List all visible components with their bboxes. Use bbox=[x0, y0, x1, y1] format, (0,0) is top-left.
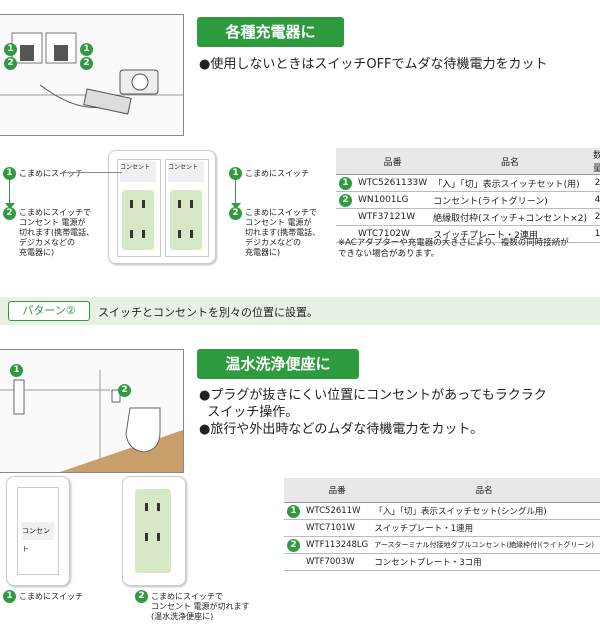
outlet-plate bbox=[122, 476, 186, 586]
part-qty: 1 bbox=[596, 519, 600, 537]
marker-2: 2 bbox=[339, 193, 352, 207]
outlet bbox=[122, 190, 154, 250]
part-code: WTF7003W bbox=[303, 553, 372, 571]
part-code: WTC7102W bbox=[355, 225, 431, 243]
part-qty: 1 bbox=[589, 225, 600, 243]
marker-1: 1 bbox=[339, 176, 352, 190]
marker-2: 2 bbox=[287, 538, 300, 552]
part-qty: 2 bbox=[589, 208, 600, 226]
part-qty: 4 bbox=[589, 191, 600, 209]
plate-tag: コンセント bbox=[120, 162, 156, 182]
marker-2: 2 bbox=[229, 207, 242, 220]
table-row: 1 WTC5261133W 「入」「切」表示スイッチセット(用) 2 bbox=[336, 174, 600, 192]
outlet bbox=[135, 489, 171, 573]
switch-plate: コンセント bbox=[6, 476, 70, 586]
table-row: WTC7102W スイッチプレート・2連用 1 bbox=[336, 225, 600, 243]
arrow-line bbox=[9, 180, 10, 206]
table-row: WTC7101W スイッチプレート・1連用 1 bbox=[284, 519, 600, 537]
annotation-label: こまめにスイッチで コンセント 電源が切れます (温水洗浄便座に) bbox=[151, 592, 250, 621]
marker-1: 1 bbox=[3, 167, 16, 180]
leader-line bbox=[62, 172, 122, 173]
annotation-label: こまめにスイッチ bbox=[245, 169, 309, 178]
part-name: スイッチプレート・2連用 bbox=[430, 225, 590, 243]
parts-table-1: 品番 品名 数量 1 WTC5261133W 「入」「切」表示スイッチセット(用… bbox=[336, 148, 600, 243]
part-qty: 1 bbox=[596, 502, 600, 520]
table-row: 2 WTF113248LG アースターミナル付接地ダブルコンセント(絶縁枠付)(… bbox=[284, 536, 600, 554]
plate-tag: コンセント bbox=[168, 162, 204, 182]
table-row: WTF7003W コンセントプレート・3コ用 1 bbox=[284, 553, 600, 571]
table-header: 品番 bbox=[355, 148, 431, 175]
arrow-down-icon bbox=[5, 203, 15, 209]
table-row: WTF37121W 絶縁取付枠(スイッチ+コンセント×2) 2 bbox=[336, 208, 600, 226]
marker-1: 1 bbox=[80, 43, 93, 56]
part-code: WTC52611W bbox=[303, 502, 372, 520]
bullet-text: ●旅行や外出時などのムダな待機電力をカット。 bbox=[199, 422, 484, 437]
table-header: 品番 bbox=[303, 478, 372, 503]
section-title: 温水洗浄便座に bbox=[197, 349, 359, 379]
room-illustration-2: 1 2 bbox=[0, 349, 184, 473]
bullet-text: ●使用しないときはスイッチOFFでムダな待機電力をカット bbox=[199, 57, 548, 72]
pattern-label: パターン② bbox=[8, 301, 90, 321]
part-name: 「入」「切」表示スイッチセット(用) bbox=[430, 174, 590, 192]
plate-tag: コンセント bbox=[22, 522, 54, 553]
table-header: 品名 bbox=[371, 478, 597, 503]
toilet-illustration bbox=[0, 370, 183, 472]
marker-1: 1 bbox=[3, 590, 16, 603]
marker-1: 1 bbox=[10, 364, 23, 377]
part-name: アースターミナル付接地ダブルコンセント(絶縁枠付)(ライトグリーン) bbox=[371, 536, 597, 554]
marker-1: 1 bbox=[287, 504, 300, 518]
bullet-text: ●プラグが抜きにくい位置にコンセントがあってもラクラク スイッチ操作。 bbox=[199, 388, 547, 420]
part-name: スイッチプレート・1連用 bbox=[371, 519, 597, 537]
part-code: WN1001LG bbox=[355, 191, 431, 209]
section-title: 各種充電器に bbox=[197, 17, 344, 47]
part-name: コンセントプレート・3コ用 bbox=[371, 553, 597, 571]
arrow-line bbox=[235, 180, 236, 206]
marker-1: 1 bbox=[4, 43, 17, 56]
table-header: 品名 bbox=[430, 148, 590, 175]
arrow-down-icon bbox=[231, 203, 241, 209]
annotation-label: こまめにスイッチ bbox=[19, 592, 83, 601]
pattern-band: パターン② スイッチとコンセントを別々の位置に設置。 bbox=[0, 297, 600, 325]
part-code: WTF113248LG bbox=[303, 536, 372, 554]
table-header: 数量 bbox=[589, 148, 600, 175]
room-illustration-1: 1 2 1 2 bbox=[0, 14, 184, 136]
marker-2: 2 bbox=[3, 207, 16, 220]
part-code: WTF37121W bbox=[355, 208, 431, 226]
part-name: 「入」「切」表示スイッチセット(シングル用) bbox=[371, 502, 597, 520]
outlet bbox=[170, 190, 202, 250]
part-name: コンセント(ライトグリーン) bbox=[430, 191, 590, 209]
table-note: ※ACアダプターや充電器の大きさにより、複数の同時接続が できない場合があります… bbox=[338, 238, 569, 259]
part-qty: 2 bbox=[589, 174, 600, 192]
annotation-label: こまめにスイッチで コンセント 電源が 切れます(携帯電話、 デジカメなどの 充… bbox=[245, 208, 321, 257]
marker-2: 2 bbox=[80, 57, 93, 70]
marker-2: 2 bbox=[118, 384, 131, 397]
part-qty: 1 bbox=[596, 536, 600, 554]
part-qty: 1 bbox=[596, 553, 600, 571]
annotation-label: こまめにスイッチ bbox=[19, 169, 83, 178]
table-row: 1 WTC52611W 「入」「切」表示スイッチセット(シングル用) 1 bbox=[284, 502, 600, 520]
marker-1: 1 bbox=[229, 167, 242, 180]
part-name: 絶縁取付枠(スイッチ+コンセント×2) bbox=[430, 208, 590, 226]
annotation-label: こまめにスイッチで コンセント 電源が 切れます(携帯電話、 デジカメなどの 充… bbox=[19, 208, 95, 257]
marker-2: 2 bbox=[135, 590, 148, 603]
switch-outlet-plate: コンセント コンセント bbox=[108, 150, 216, 264]
part-code: WTC7101W bbox=[303, 519, 372, 537]
marker-2: 2 bbox=[4, 57, 17, 70]
parts-table-2: 品番 品名 数量 1 WTC52611W 「入」「切」表示スイッチセット(シング… bbox=[284, 478, 600, 571]
pattern-text: スイッチとコンセントを別々の位置に設置。 bbox=[98, 306, 318, 319]
table-row: 2 WN1001LG コンセント(ライトグリーン) 4 bbox=[336, 191, 600, 209]
part-code: WTC5261133W bbox=[355, 174, 431, 192]
desk-charger-illustration bbox=[0, 32, 183, 115]
